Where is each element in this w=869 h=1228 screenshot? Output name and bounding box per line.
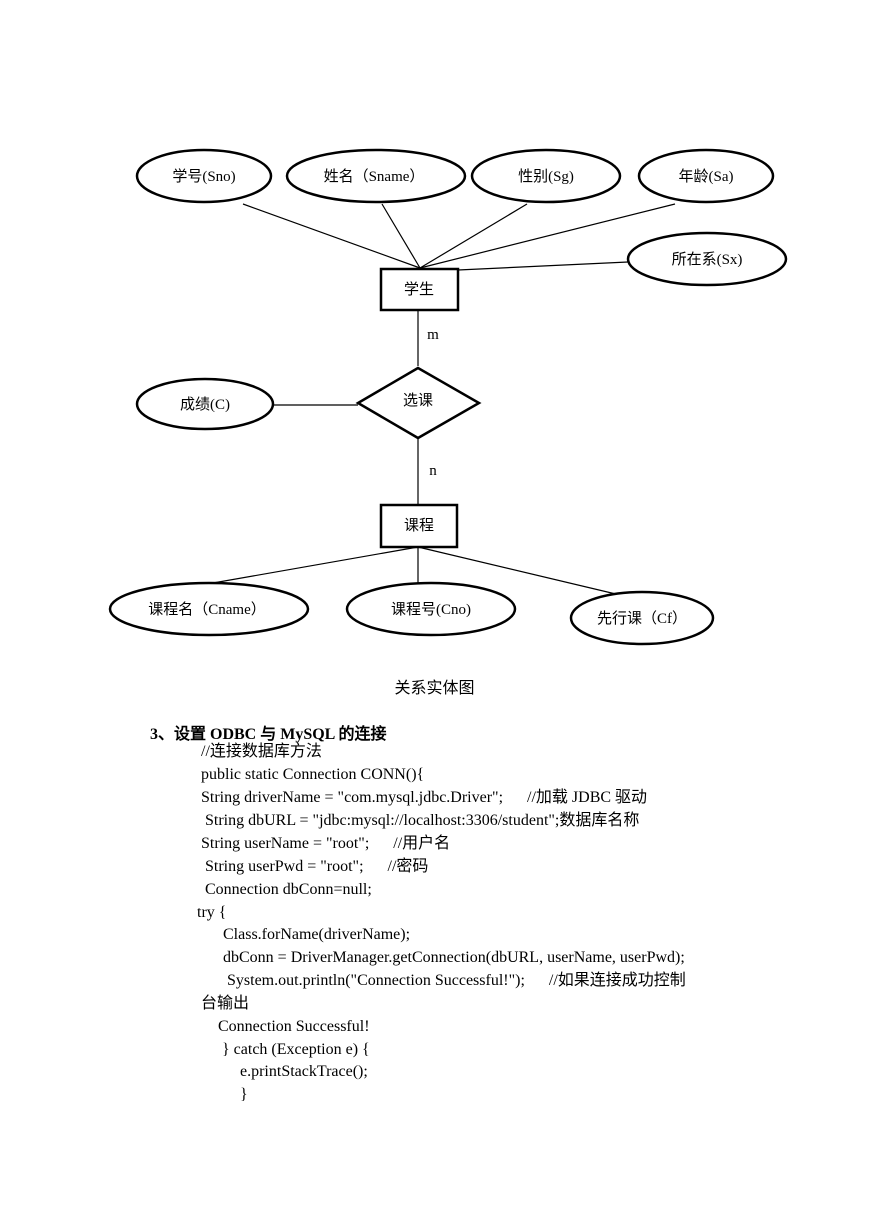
entity-course: 课程 [379,503,459,549]
attribute-sg-label: 性别(Sg) [518,168,574,185]
code-line: String dbURL = "jdbc:mysql://localhost:3… [201,812,640,829]
code-line: } catch (Exception e) { [222,1041,370,1058]
code-line: Connection Successful! [218,1018,370,1035]
code-line: System.out.println("Connection Successfu… [223,972,686,989]
code-line: public static Connection CONN(){ [201,766,425,783]
code-line: try { [197,904,227,921]
code-line: Connection dbConn=null; [201,881,372,898]
entity-student: 学生 [379,267,460,312]
code-line: dbConn = DriverManager.getConnection(dbU… [223,949,685,966]
relationship-enroll-label: 选课 [403,392,433,409]
attribute-cname: 课程名（Cname） [108,581,310,637]
line-cf [417,546,621,596]
code-line: } [240,1086,248,1103]
attribute-sno-label: 学号(Sno) [172,168,235,185]
attribute-sx-label: 所在系(Sx) [672,251,743,268]
line-sx [457,261,629,271]
code-line: 台输出 [201,995,250,1012]
code-line: e.printStackTrace(); [240,1063,368,1080]
attribute-sa-label: 年龄(Sa) [679,168,734,185]
code-line: String userPwd = "root"; //密码 [201,858,429,875]
line-sg [419,203,528,269]
attribute-sname-label: 姓名（Sname） [324,168,425,185]
attribute-cno-label: 课程号(Cno) [391,601,471,618]
code-line: Class.forName(driverName); [223,926,411,943]
code-line: String userName = "root"; //用户名 [201,835,451,852]
attribute-cname-label: 课程名（Cname） [148,601,266,618]
attribute-grade-label: 成绩(C) [180,396,230,413]
attribute-sx: 所在系(Sx) [626,231,788,287]
code-line: String driverName = "com.mysql.jdbc.Driv… [201,789,648,806]
line-sno [242,203,421,269]
relationship-enroll: 选课 [355,366,482,440]
attribute-cf-label: 先行课（Cf） [597,610,687,627]
er-diagram: 学号(Sno) 姓名（Sname） 性别(Sg) 年龄(Sa) 所在系(Sx) … [108,148,788,646]
attribute-sg: 性别(Sg) [470,148,622,204]
attribute-cf: 先行课（Cf） [569,590,715,646]
section-heading: 3、设置 ODBC 与 MySQL 的连接 [150,726,387,743]
line-sa [419,203,676,269]
line-cname [212,546,419,584]
attribute-sno: 学号(Sno) [135,148,273,204]
line-sname [381,203,421,269]
cardinality-n: n [429,463,437,479]
diagram-caption: 关系实体图 [394,680,475,697]
cardinality-m: m [427,327,439,343]
connector-lines [212,203,676,596]
attribute-sa: 年龄(Sa) [637,148,775,204]
code-line: //连接数据库方法 [201,743,322,760]
attribute-grade: 成绩(C) [135,377,275,431]
attribute-cno: 课程号(Cno) [345,581,517,637]
attribute-sname: 姓名（Sname） [285,148,467,204]
entity-course-label: 课程 [404,517,434,534]
entity-student-label: 学生 [404,281,434,298]
